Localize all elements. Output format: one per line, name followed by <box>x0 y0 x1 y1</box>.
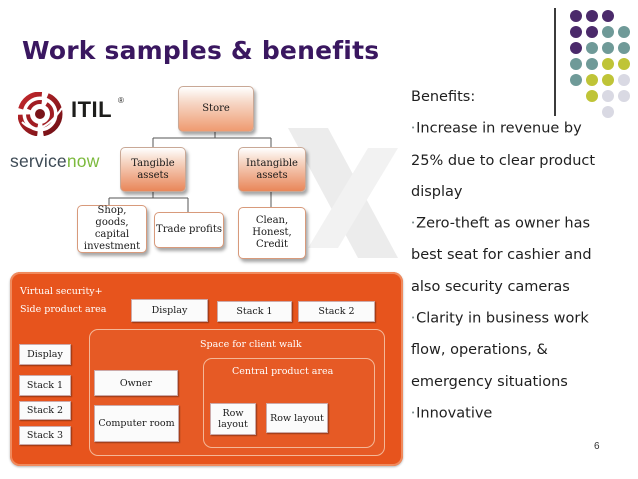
servicenow-logo-a: service <box>10 151 67 171</box>
client-walk-panel: Space for client walk Owner Computer roo… <box>89 329 385 456</box>
itil-logo-icon <box>18 92 63 136</box>
bullet-icon: • <box>411 314 416 323</box>
bullet-icon: • <box>411 409 416 418</box>
dot-icon <box>570 42 582 54</box>
benefit-item: •Increase in revenue by 25% due to clear… <box>411 121 596 200</box>
dot-icon <box>586 42 598 54</box>
dot-icon <box>586 90 598 102</box>
dot-icon <box>570 26 582 38</box>
tree-node-shop: Shop, goods, capital investment <box>77 205 147 253</box>
side-display-box: Display <box>19 344 71 365</box>
side-stack1-box: Stack 1 <box>19 375 71 396</box>
top-stack1-box: Stack 1 <box>217 301 292 322</box>
side-label-1: Virtual security+ <box>20 286 103 297</box>
benefits-heading: Benefits: <box>411 89 476 105</box>
dot-icon <box>602 106 614 118</box>
dot-icon <box>602 26 614 38</box>
dot-icon <box>618 58 630 70</box>
floor-plan-diagram: Virtual security+ Side product area Disp… <box>10 272 403 466</box>
dot-icon <box>618 74 630 86</box>
bullet-icon: • <box>411 124 416 133</box>
client-walk-label: Space for client walk <box>200 339 302 350</box>
dot-icon <box>570 74 582 86</box>
benefit-item: •Zero-theft as owner has best seat for c… <box>411 216 592 295</box>
bullet-icon: • <box>411 219 416 228</box>
tree-node-tangible: Tangible assets <box>120 147 186 192</box>
side-stack2-box: Stack 2 <box>19 401 71 420</box>
side-label-2: Side product area <box>20 304 107 315</box>
dot-icon <box>602 42 614 54</box>
dot-icon <box>602 90 614 102</box>
benefit-item: •Clarity in business work flow, operatio… <box>411 310 589 390</box>
servicenow-logo: servicenow <box>10 151 100 172</box>
central-product-label: Central product area <box>232 366 334 377</box>
dot-icon <box>570 10 582 22</box>
watermark-icon <box>288 128 398 258</box>
itil-logo-text: ITIL <box>71 97 113 122</box>
benefits-list: Benefits: •Increase in revenue by 25% du… <box>411 82 611 430</box>
top-stack2-box: Stack 2 <box>298 301 375 322</box>
dot-icon <box>586 26 598 38</box>
servicenow-logo-b: now <box>66 151 100 171</box>
owner-box: Owner <box>94 370 178 396</box>
page-number: 6 <box>594 441 600 452</box>
row-layout-box-1: Row layout <box>210 403 256 435</box>
dot-icon <box>602 10 614 22</box>
dot-icon <box>586 74 598 86</box>
tree-node-trade-profits: Trade profits <box>154 212 224 248</box>
central-product-panel: Central product area Row layout Row layo… <box>203 358 375 448</box>
dot-icon <box>602 74 614 86</box>
row-layout-box-2: Row layout <box>266 403 328 433</box>
side-stack3-box: Stack 3 <box>19 426 71 445</box>
dot-icon <box>602 58 614 70</box>
dot-icon <box>618 90 630 102</box>
tree-connectors <box>108 130 272 212</box>
dot-icon <box>618 42 630 54</box>
dot-icon <box>618 26 630 38</box>
tree-node-store: Store <box>178 86 254 132</box>
dot-icon <box>570 58 582 70</box>
divider-line <box>554 8 556 116</box>
benefit-item: •Innovative <box>411 405 493 422</box>
top-display-box: Display <box>131 299 208 322</box>
dot-icon <box>586 10 598 22</box>
computer-room-box: Computer room <box>94 405 179 442</box>
tree-node-intangible: Intangible assets <box>238 147 306 192</box>
registered-mark: ® <box>118 96 124 105</box>
dot-icon <box>586 58 598 70</box>
slide-title: Work samples & benefits <box>22 36 380 65</box>
tree-node-clean: Clean, Honest, Credit <box>238 207 306 259</box>
